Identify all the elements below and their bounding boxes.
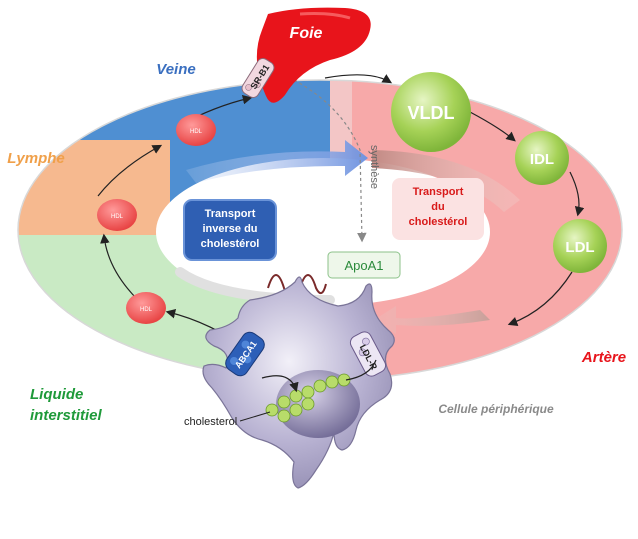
- peripheral-cell: [202, 276, 395, 489]
- transport-arrow: [372, 150, 520, 212]
- svg-text:HDL: HDL: [190, 129, 203, 135]
- liver-shape: [256, 7, 371, 103]
- ldl-label: LDL: [565, 239, 594, 256]
- apoa1-box: ApoA1: [327, 251, 401, 279]
- synthesis-arrow: [277, 71, 367, 243]
- lymph-label: Lymphe: [7, 150, 65, 167]
- synthesis-label: synthèse: [368, 145, 380, 189]
- transport-line1: Transport: [413, 186, 464, 198]
- cholesterol-cluster: [265, 373, 351, 423]
- reverse-transport-line2: inverse du: [202, 223, 257, 235]
- idl-label: IDL: [530, 151, 554, 168]
- peripheral-cell-label: Cellule périphérique: [438, 402, 554, 416]
- vein-label: Veine: [156, 61, 195, 78]
- hdl-particle-interstitial: HDL: [126, 292, 166, 324]
- interstitial-label-line2: interstitiel: [30, 407, 103, 424]
- transport-line2: du: [431, 201, 444, 213]
- transport-line3: cholestérol: [409, 216, 468, 228]
- cholesterol-label: cholesterol: [184, 416, 237, 428]
- reverse-transport-line3: cholestérol: [201, 238, 260, 250]
- ldl-particle: LDL: [553, 219, 607, 273]
- artery-label: Artère: [581, 349, 626, 366]
- apoa1-label: ApoA1: [344, 258, 383, 273]
- hdl-particle-vein: HDL: [176, 114, 216, 146]
- transport-box: Transport du cholestérol: [392, 178, 484, 240]
- svg-text:HDL: HDL: [111, 214, 124, 220]
- vldl-particle: VLDL: [391, 72, 471, 152]
- reverse-transport-box: Transport inverse du cholestérol: [183, 199, 277, 261]
- reverse-transport-line1: Transport: [205, 208, 256, 220]
- liver-label: Foie: [290, 25, 323, 42]
- idl-particle: IDL: [515, 131, 569, 185]
- hdl-particle-lymph: HDL: [97, 199, 137, 231]
- svg-text:HDL: HDL: [140, 307, 153, 313]
- vldl-label: VLDL: [408, 103, 455, 123]
- return-arrow: [374, 306, 490, 334]
- reverse-transport-arrow: [186, 140, 368, 183]
- interstitial-label-line1: Liquide: [30, 386, 83, 403]
